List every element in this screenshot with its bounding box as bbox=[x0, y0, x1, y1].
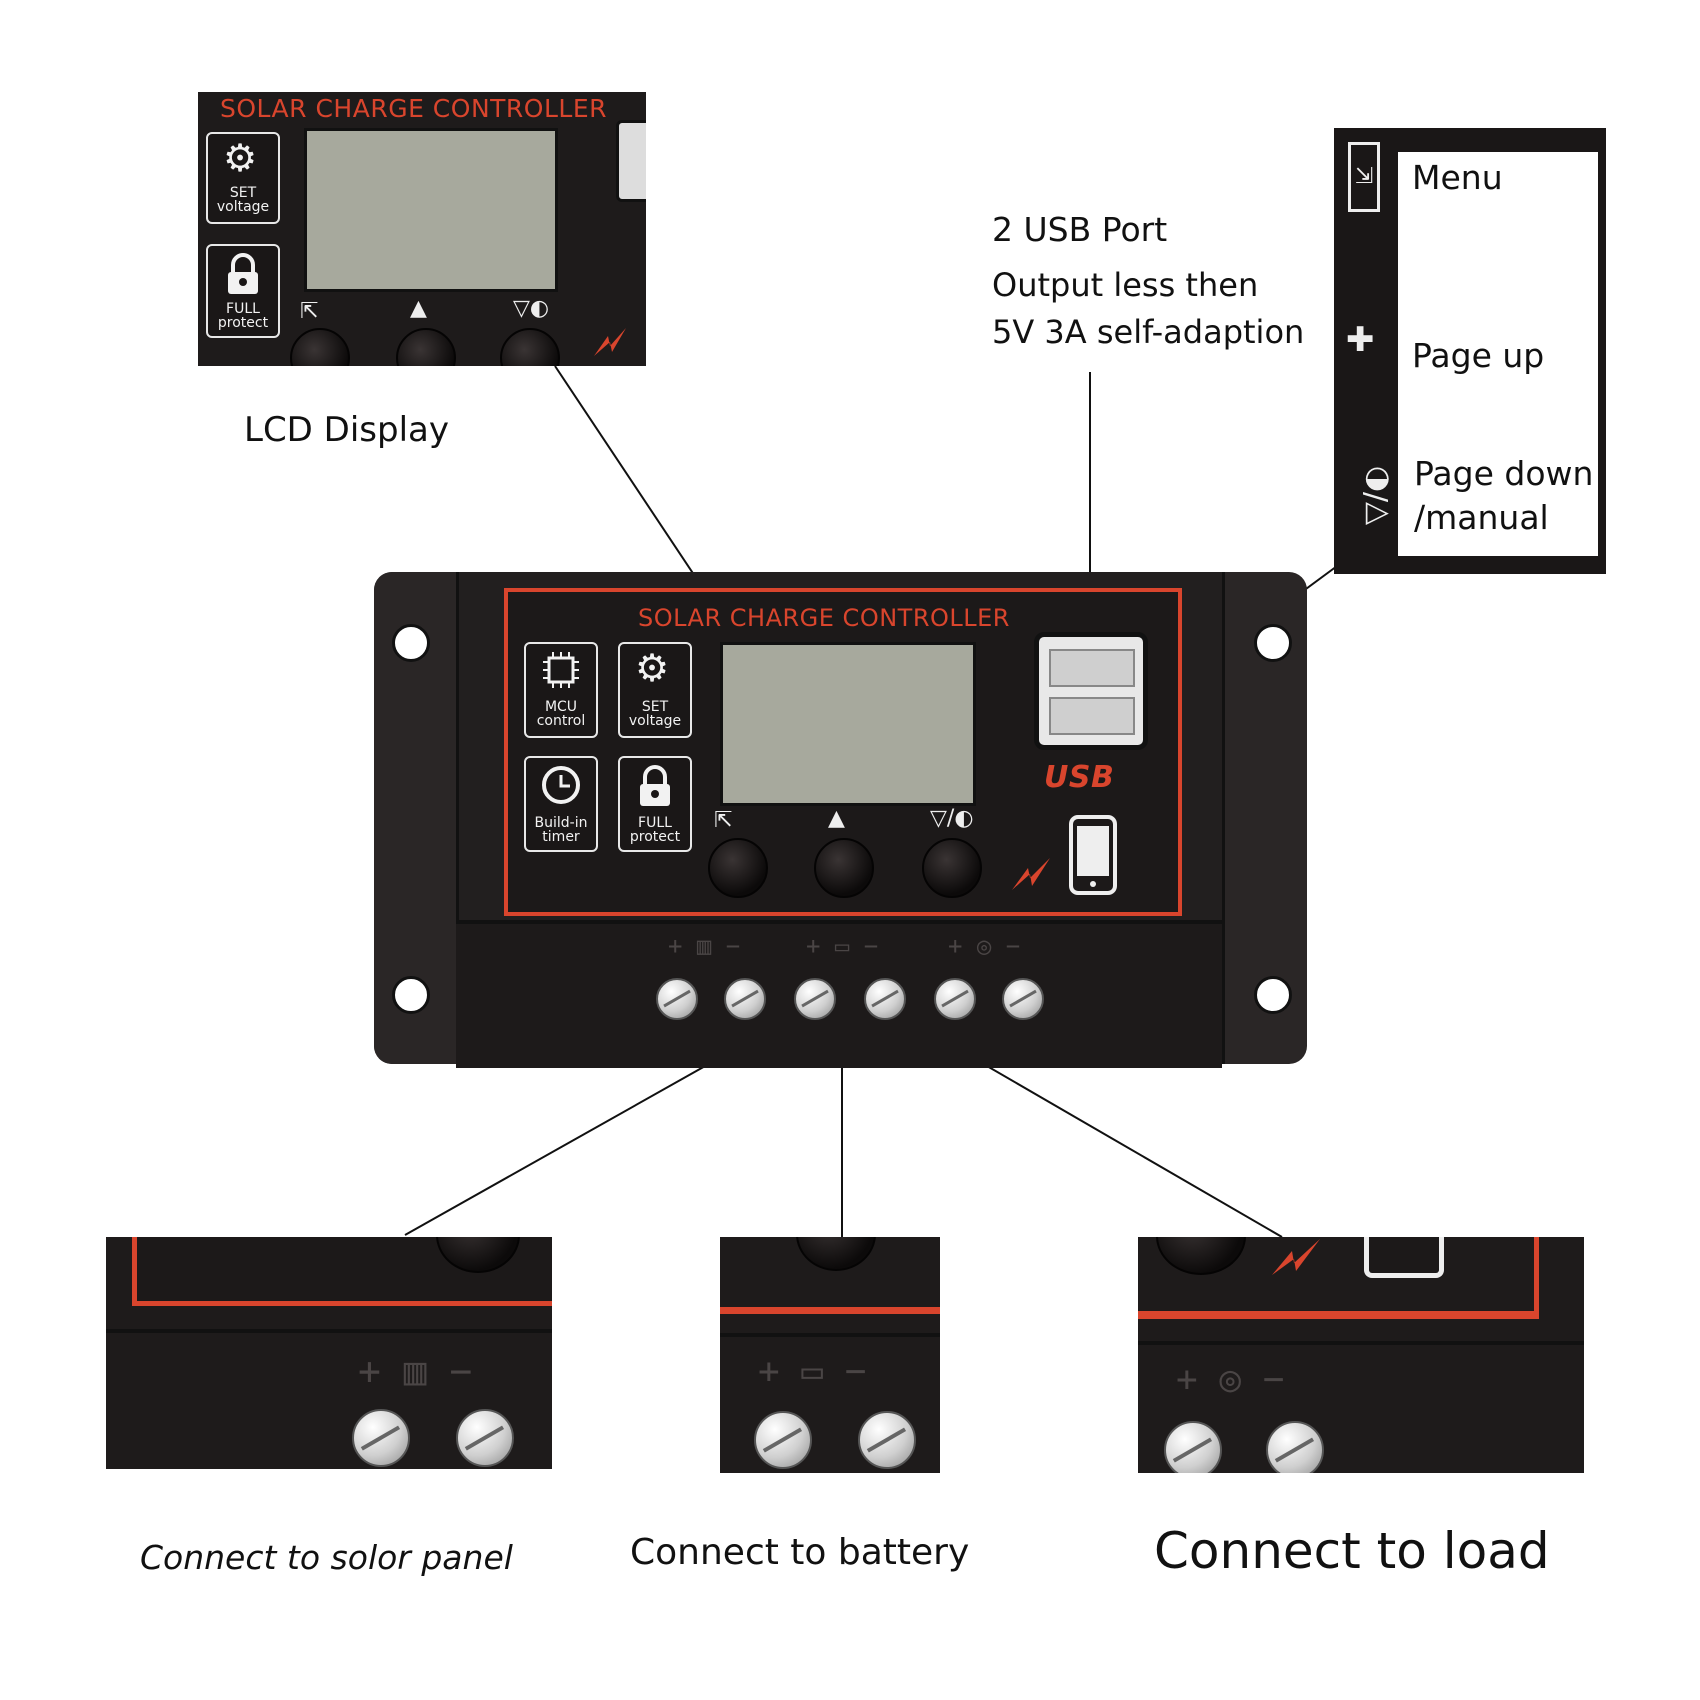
gear-icon: ⚙ bbox=[223, 136, 258, 180]
full-protect-icon: FULL protect bbox=[206, 244, 280, 338]
lcd-display-label: LCD Display bbox=[244, 410, 449, 450]
legend-page-up-label: Page up bbox=[1412, 336, 1545, 375]
usb-brand-label: USB bbox=[1044, 760, 1115, 795]
mount-hole-top-left bbox=[392, 624, 430, 662]
load-zoom-front bbox=[1138, 1237, 1539, 1319]
connect-load-label: Connect to load bbox=[1154, 1522, 1550, 1580]
down-button[interactable] bbox=[922, 838, 982, 898]
mcu-control-icon: MCU control bbox=[524, 642, 598, 738]
down-knob[interactable] bbox=[500, 328, 560, 366]
mount-hole-top-right bbox=[1254, 624, 1292, 662]
lightning-icon bbox=[594, 328, 626, 356]
battery-minus-screw[interactable] bbox=[864, 978, 906, 1020]
lock-icon bbox=[228, 253, 258, 294]
mount-hole-bottom-right bbox=[1254, 976, 1292, 1014]
solar-zoom-divider bbox=[106, 1329, 552, 1333]
menu-icon: ⇲ bbox=[1348, 142, 1380, 212]
full-protect-icon-main: FULL protect bbox=[618, 756, 692, 852]
battery-plus-screw[interactable] bbox=[794, 978, 836, 1020]
up-button-icon: ▲ bbox=[410, 296, 427, 321]
battery-zoom-minus-screw bbox=[858, 1411, 916, 1469]
load-plus-screw[interactable] bbox=[934, 978, 976, 1020]
legend-page-down-label: Page down bbox=[1414, 454, 1594, 493]
set-voltage-icon: ⚙ SET voltage bbox=[206, 132, 280, 224]
controller-body: SOLAR CHARGE CONTROLLER MCU control ⚙ SE… bbox=[374, 572, 1307, 1068]
legend-strip bbox=[1334, 128, 1396, 574]
mount-hole-bottom-left bbox=[392, 976, 430, 1014]
clock-icon bbox=[542, 766, 580, 804]
battery-zoom-plus-screw bbox=[754, 1411, 812, 1469]
lightning-icon bbox=[1012, 858, 1050, 890]
battery-zoom-red-line bbox=[720, 1307, 940, 1314]
gear-icon: ⚙ bbox=[635, 646, 670, 690]
chip-icon bbox=[543, 652, 579, 688]
lcd-zoom-title: SOLAR CHARGE CONTROLLER bbox=[220, 94, 607, 123]
battery-zoom-divider bbox=[720, 1333, 940, 1337]
lcd-zoom-panel: SOLAR CHARGE CONTROLLER ⚙ SET voltage FU… bbox=[198, 92, 646, 366]
solar-terminal-symbol: + ▥ − bbox=[668, 932, 741, 960]
load-zoom-lightning-icon bbox=[1272, 1239, 1320, 1275]
battery-zoom-panel: + ▭ − bbox=[720, 1237, 940, 1473]
up-button[interactable] bbox=[814, 838, 874, 898]
phone-icon bbox=[1069, 815, 1117, 895]
solar-zoom-panel: + ▥ − bbox=[106, 1237, 552, 1469]
controller-title: SOLAR CHARGE CONTROLLER bbox=[638, 604, 1010, 632]
load-minus-screw[interactable] bbox=[1002, 978, 1044, 1020]
battery-zoom-knob bbox=[796, 1237, 876, 1271]
down-button-icon: ▽◐ bbox=[513, 296, 550, 321]
usb-port-edge bbox=[616, 120, 646, 202]
battery-terminal-symbol: + ▭ − bbox=[806, 932, 879, 960]
legend-manual-label: /manual bbox=[1414, 498, 1549, 537]
battery-zoom-symbol: + ▭ − bbox=[758, 1351, 867, 1392]
load-zoom-divider bbox=[1138, 1341, 1584, 1345]
build-in-timer-icon: Build-in timer bbox=[524, 756, 598, 852]
legend-menu-label: Menu bbox=[1412, 158, 1503, 197]
solar-zoom-plus-screw bbox=[352, 1409, 410, 1467]
solar-zoom-minus-screw bbox=[456, 1409, 514, 1467]
load-zoom-panel: + ◎ − bbox=[1138, 1237, 1584, 1473]
down-button-icon: ▽/◐ bbox=[930, 806, 974, 831]
page-down-icon: ▽/◐ bbox=[1358, 465, 1394, 526]
lock-icon bbox=[640, 765, 670, 806]
legend-content bbox=[1398, 152, 1598, 556]
up-knob[interactable] bbox=[396, 328, 456, 366]
menu-knob[interactable] bbox=[290, 328, 350, 366]
solar-zoom-symbol: + ▥ − bbox=[358, 1349, 473, 1393]
usb-port-1[interactable] bbox=[1049, 649, 1135, 687]
usb-port-title: 2 USB Port bbox=[992, 210, 1168, 249]
connect-solar-label: Connect to solor panel bbox=[140, 1538, 513, 1577]
load-terminal-symbol: + ◎ − bbox=[948, 932, 1021, 960]
menu-button-icon: ⇱ bbox=[714, 808, 733, 833]
load-leader-line bbox=[967, 1054, 1283, 1238]
load-zoom-plus-screw bbox=[1164, 1421, 1222, 1473]
usb-ports[interactable] bbox=[1034, 632, 1148, 750]
usb-port-line2: 5V 3A self-adaption bbox=[992, 313, 1305, 351]
usb-port-line1: Output less then bbox=[992, 266, 1259, 304]
load-zoom-phone-icon bbox=[1364, 1237, 1444, 1278]
connect-battery-label: Connect to battery bbox=[630, 1532, 970, 1573]
lcd-screen bbox=[720, 642, 976, 806]
solar-minus-screw[interactable] bbox=[724, 978, 766, 1020]
up-button-icon: ▲ bbox=[828, 806, 845, 831]
solar-leader-line bbox=[404, 1064, 708, 1236]
load-zoom-minus-screw bbox=[1266, 1421, 1324, 1473]
page-up-icon: ✚ bbox=[1346, 320, 1375, 360]
set-voltage-icon-main: ⚙ SET voltage bbox=[618, 642, 692, 738]
lcd-zoom-screen bbox=[304, 128, 558, 292]
usb-port-2[interactable] bbox=[1049, 697, 1135, 735]
menu-button-icon: ⇱ bbox=[300, 299, 319, 324]
front-panel: SOLAR CHARGE CONTROLLER MCU control ⚙ SE… bbox=[504, 588, 1182, 916]
load-zoom-symbol: + ◎ − bbox=[1176, 1359, 1285, 1400]
terminal-block: + ▥ − + ▭ − + ◎ − bbox=[456, 920, 1222, 1068]
solar-plus-screw[interactable] bbox=[656, 978, 698, 1020]
menu-button[interactable] bbox=[708, 838, 768, 898]
button-legend: ⇲ ✚ ▽/◐ Menu Page up Page down /manual bbox=[1334, 128, 1606, 574]
